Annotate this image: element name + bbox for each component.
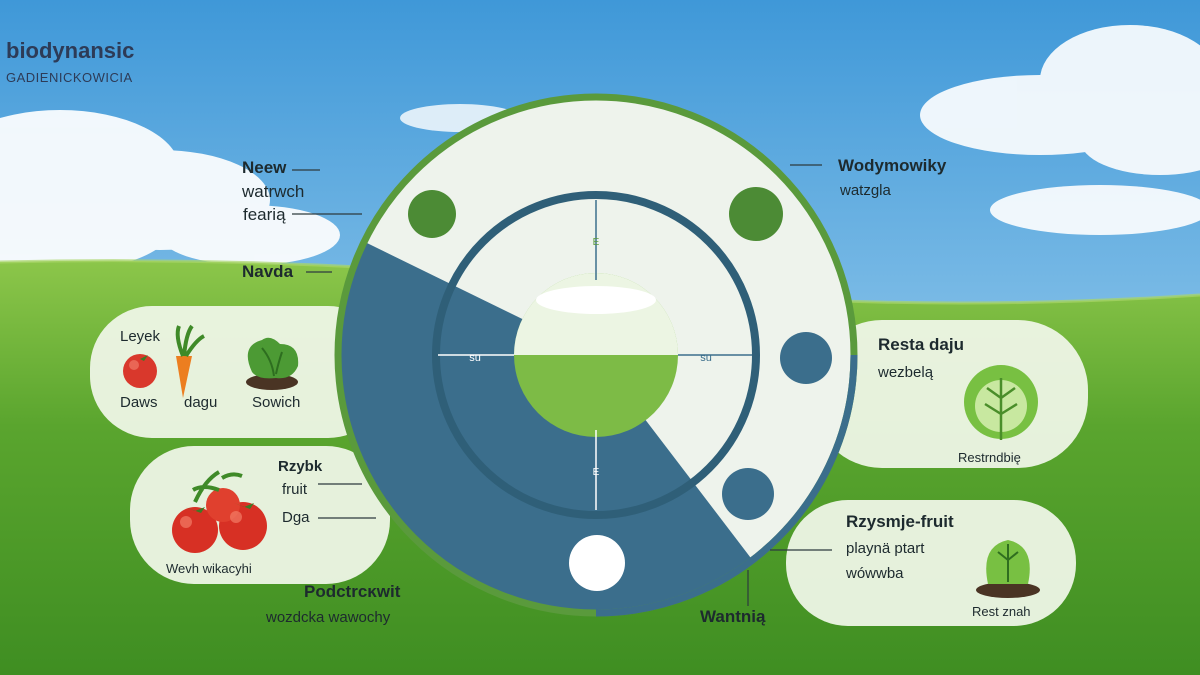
callout-right-low-line2: wówwba	[846, 565, 904, 582]
lettuce-icon	[246, 337, 299, 390]
card-left-upper-label-2: dagu	[184, 394, 218, 411]
callout-right-low-title: Rzysmje-fruit	[846, 512, 954, 531]
callout-right-mid-title: Resta daju	[878, 335, 964, 354]
card-right-lower-caption: Rest znah	[972, 604, 1031, 619]
callout-bottom-right-title: Wantnią	[700, 607, 766, 626]
brand-subtitle: GADIENICKOWICIA	[6, 70, 133, 85]
wheel-mark-left: su	[469, 352, 481, 364]
wheel-inner-ring	[432, 191, 760, 519]
card-left-upper-label-3: Sowich	[252, 394, 301, 411]
brand-title: biodynansic	[6, 38, 135, 63]
callout-left-mid-title: Navda	[242, 262, 294, 281]
card-left-upper-label-top: Leyek	[120, 328, 161, 345]
card-left-lower-line1: fruit	[282, 481, 308, 498]
callout-top-left-title: Neew	[242, 158, 287, 177]
callout-top-right-title: Wodymowiky	[838, 156, 947, 175]
callout-top-right-subtitle: watzgla	[840, 182, 891, 199]
wheel-mark-right: su	[700, 352, 712, 364]
card-left-lower-line2: Dga	[282, 509, 310, 526]
wheel: E E su su	[334, 93, 858, 617]
card-left-lower-title: Rzybk	[278, 458, 323, 475]
moon-phase-dot	[569, 535, 625, 591]
moon-phase-dot	[408, 190, 456, 238]
cabbage-icon	[964, 365, 1038, 440]
leader-lines	[292, 164, 832, 606]
carrot-icon	[175, 324, 205, 398]
card-left-upper-label-1: Daws	[120, 394, 158, 411]
cloud-right	[920, 25, 1200, 235]
moon-phase-dot	[780, 332, 832, 384]
cloud-left	[0, 110, 340, 275]
callout-right-mid-subtitle: wezbelą	[878, 364, 934, 381]
callout-bottom-center-subtitle: wozdcka wawochy	[266, 609, 391, 626]
tomato-icon	[123, 354, 157, 388]
wheel-mark-bottom: E	[593, 467, 600, 478]
tomatoes-icon	[172, 470, 267, 553]
card-left-upper	[90, 306, 390, 438]
callout-top-left-line1: watrwch	[242, 182, 305, 201]
wheel-mark-top: E	[593, 237, 600, 248]
moon-phase-dot	[722, 468, 774, 520]
card-left-lower-caption: Wevh wikacyhi	[166, 561, 252, 576]
callout-right-low-line1: playnä ptart	[846, 540, 925, 557]
callout-bottom-center-title: Podctrcĸwit	[304, 582, 401, 601]
card-right-upper-caption: Restrndbię	[958, 450, 1021, 465]
moon-phase-dot	[729, 187, 783, 241]
seedling-icon	[976, 540, 1040, 598]
wheel-outer-ring-blue	[595, 354, 858, 617]
callout-top-left-line2: fearią	[243, 205, 286, 224]
